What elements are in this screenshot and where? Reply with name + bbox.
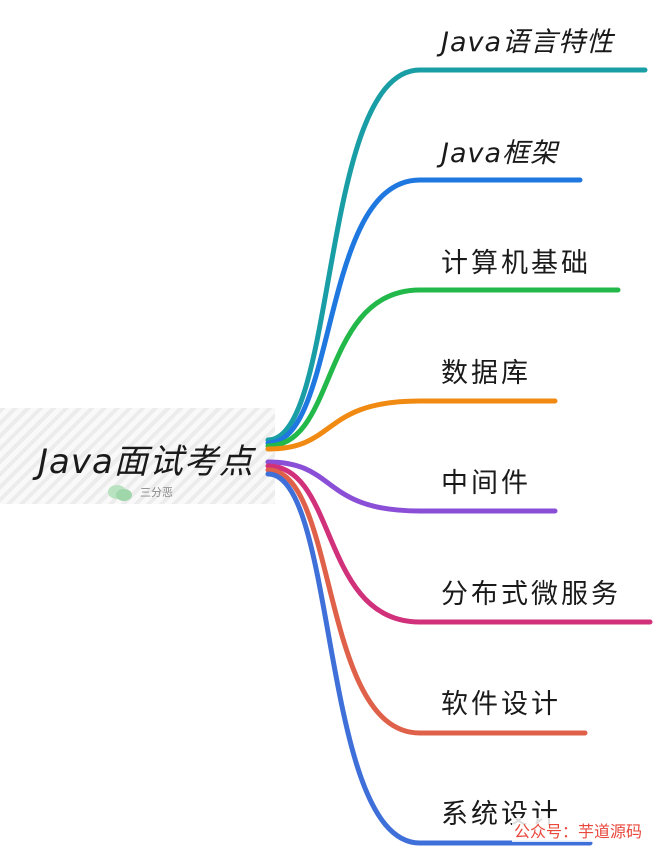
footer-credit: 公众号：芋道源码: [511, 818, 644, 842]
branch-label-java-framework: Java框架: [441, 138, 559, 169]
root-node-label: Java面试考点: [38, 442, 254, 482]
branch-label-distributed-microservices: 分布式微服务: [441, 579, 621, 610]
branch-label-computer-basics: 计算机基础: [441, 248, 591, 279]
branch-line-database: [265, 398, 558, 452]
branch-line-middleware: [265, 459, 558, 514]
root-node-background: [0, 408, 275, 504]
branch-label-java-language: Java语言特性: [441, 27, 615, 58]
watermark-text: 三分恶: [140, 486, 173, 499]
branch-label-software-design: 软件设计: [441, 689, 561, 720]
branch-line-java-language: [265, 67, 648, 443]
branch-label-database: 数据库: [441, 358, 531, 389]
branch-line-java-framework: [265, 177, 583, 446]
wechat-icon: [108, 485, 132, 501]
branch-line-distributed-microservices: [265, 463, 653, 625]
branch-line-software-design: [265, 467, 588, 736]
branch-line-system-design: [265, 471, 593, 846]
branch-line-computer-basics: [265, 287, 621, 449]
branch-label-middleware: 中间件: [441, 468, 531, 499]
